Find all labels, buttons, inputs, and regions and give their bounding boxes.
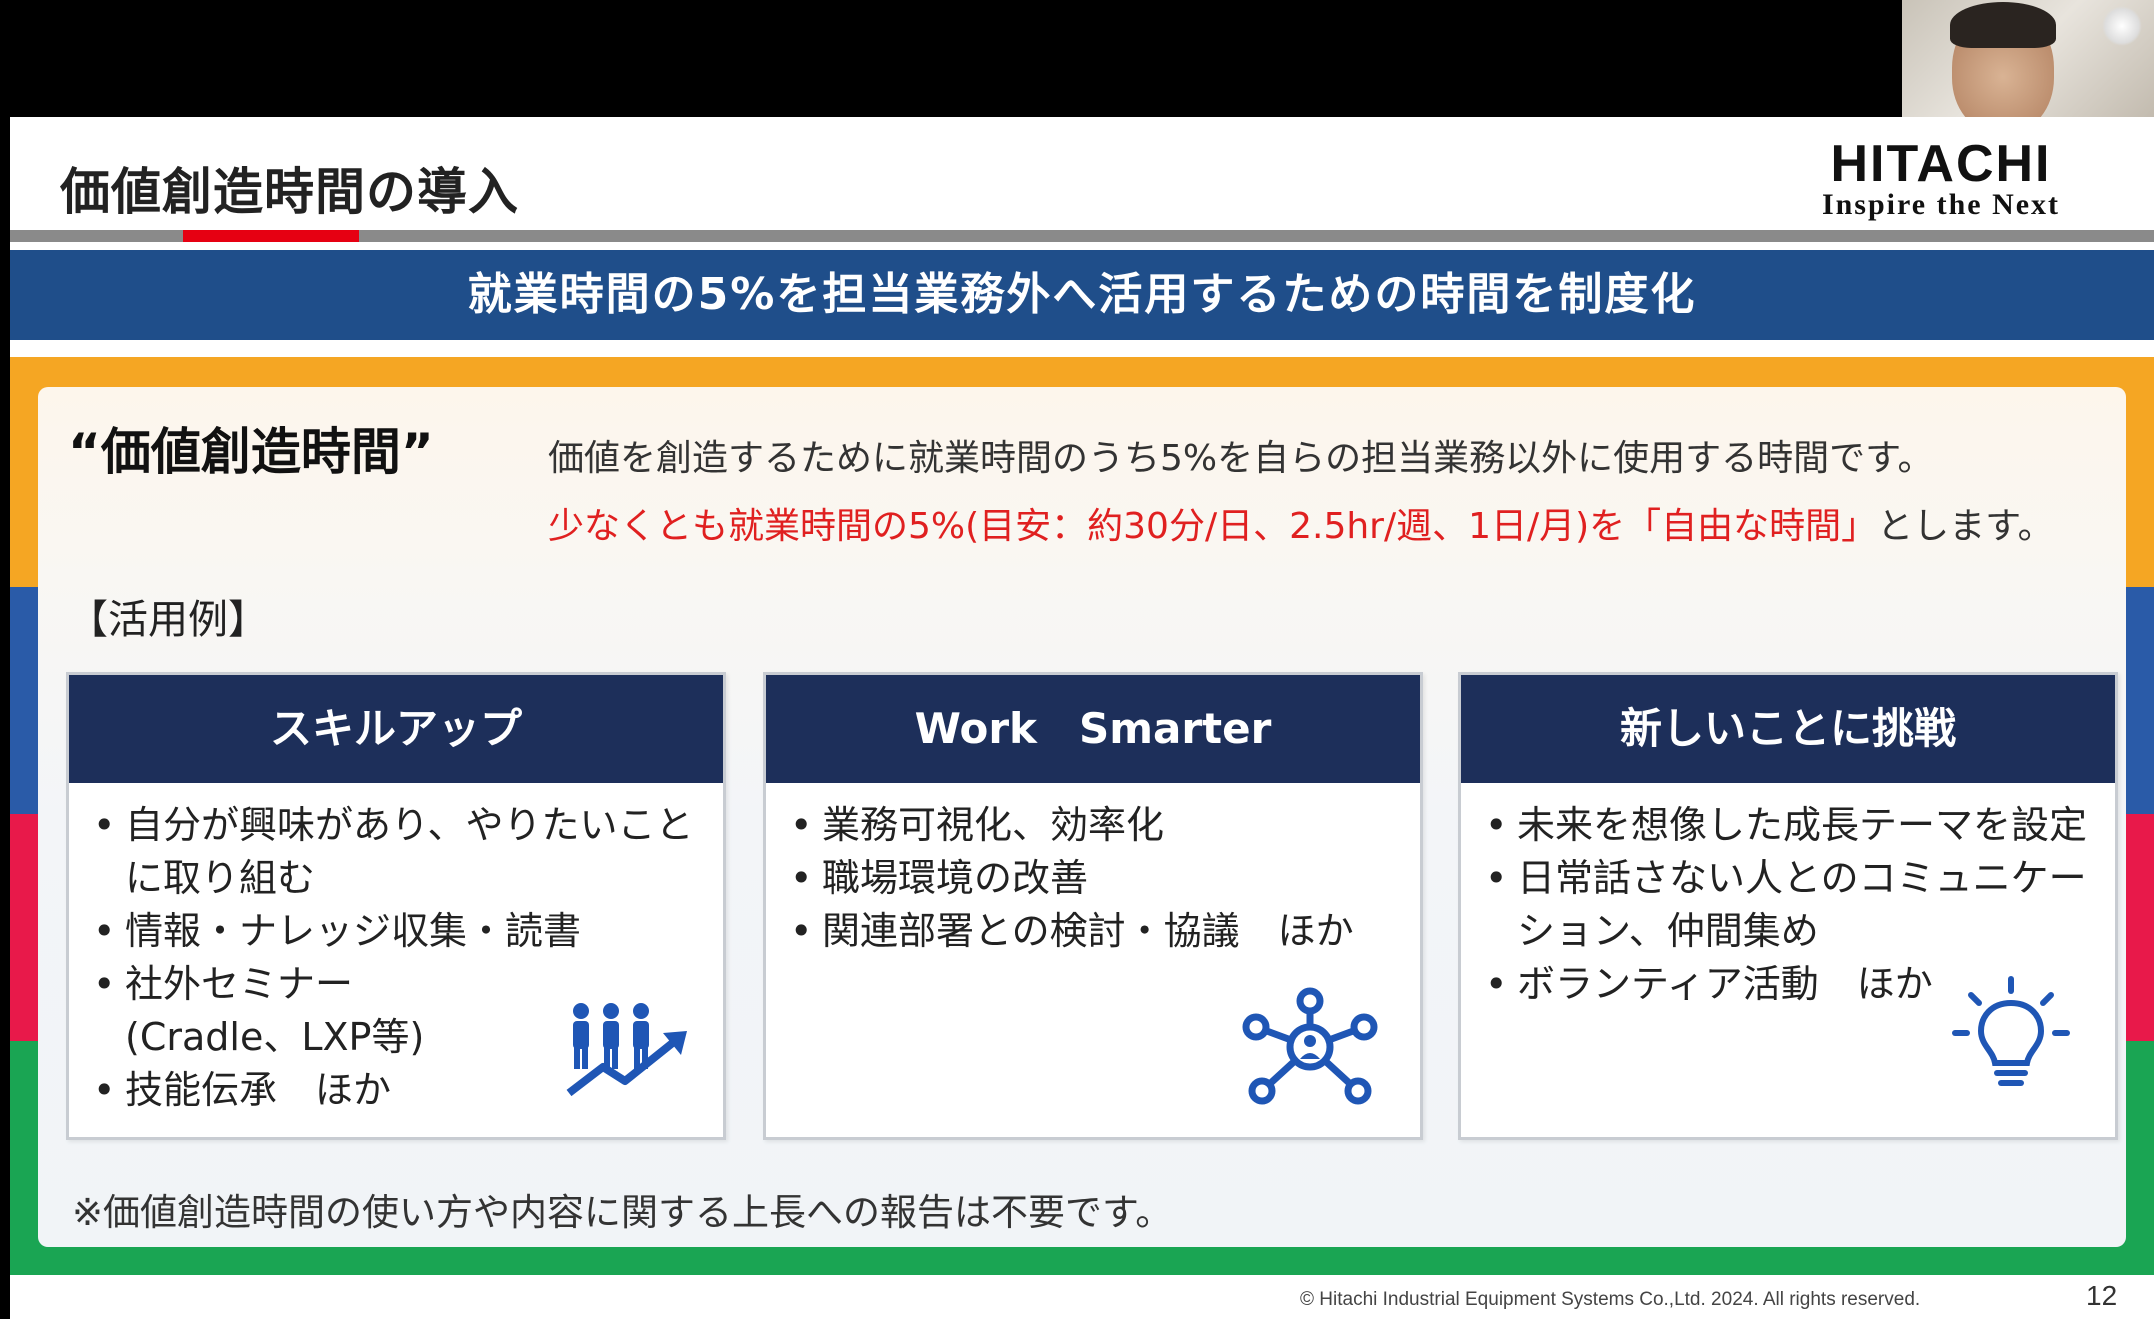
card-skill-up: スキルアップ 自分が興味があり、やりたいことに取り組む 情報・ナレッジ収集・読書… <box>66 672 726 1140</box>
copyright-text: © Hitachi Industrial Equipment Systems C… <box>1300 1289 1921 1310</box>
definition-rule: 少なくとも就業時間の5%(目安：約30分/日、2.5hr/週、1日/月)を「自由… <box>548 497 2054 549</box>
list-item: 業務可視化、効率化 <box>786 799 1400 852</box>
list-item: 自分が興味があり、やりたいことに取り組む <box>89 799 703 905</box>
page-number: 12 <box>2086 1280 2118 1311</box>
logo-wordmark: HITACHI <box>1830 135 2052 193</box>
definition-term: “価値創造時間” <box>68 423 434 481</box>
title-divider <box>10 230 2154 242</box>
card-title: Work Smarter <box>766 675 1420 783</box>
headline-banner: 就業時間の5%を担当業務外へ活用するための時間を制度化 <box>10 250 2154 340</box>
list-item: 社外セミナー (Cradle、LXP等) <box>89 958 509 1064</box>
presentation-top-bar <box>0 0 2154 117</box>
card-body: 業務可視化、効率化 職場環境の改善 関連部署との検討・協議 ほか <box>766 783 1420 958</box>
content-frame: “価値創造時間” 価値を創造するために就業時間のうち5%を自らの担当業務以外に使… <box>10 357 2154 1275</box>
card-body: 未来を想像した成長テーマを設定 日常話さない人とのコミュニケーション、仲間集め … <box>1461 783 2115 1011</box>
list-item: ボランティア活動 ほか <box>1481 958 2095 1011</box>
list-item: 未来を想像した成長テーマを設定 <box>1481 799 2095 852</box>
network-icon <box>1242 987 1378 1105</box>
examples-label: 【活用例】 <box>68 597 268 643</box>
hitachi-logo: HITACHI Inspire the Next <box>1776 135 2106 221</box>
list-item: 技能伝承 ほか <box>89 1064 703 1117</box>
definition-rule-tail: とします。 <box>1877 506 2054 547</box>
logo-tagline: Inspire the Next <box>1821 188 2061 221</box>
content-panel: “価値創造時間” 価値を創造するために就業時間のうち5%を自らの担当業務以外に使… <box>38 387 2126 1247</box>
slide: 価値創造時間の導入 HITACHI Inspire the Next 就業時間の… <box>10 117 2154 1319</box>
footnote: ※価値創造時間の使い方や内容に関する上長への報告は不要です。 <box>72 1191 1173 1234</box>
presenter-hair <box>1950 2 2056 48</box>
background-lamp <box>2102 6 2142 46</box>
title-divider-accent <box>183 230 359 242</box>
lightbulb-icon <box>1952 976 2070 1086</box>
people-growth-icon <box>566 1003 687 1097</box>
definition-text: 価値を創造するために就業時間のうち5%を自らの担当業務以外に使用する時間です。 <box>548 438 1934 479</box>
definition-rule-red: 少なくとも就業時間の5%(目安：約30分/日、2.5hr/週、1日/月)を「自由… <box>548 506 1878 547</box>
list-item: 関連部署との検討・協議 ほか <box>786 905 1400 958</box>
card-title: スキルアップ <box>69 675 723 783</box>
webcam-thumbnail[interactable] <box>1902 0 2154 145</box>
list-item: 職場環境の改善 <box>786 852 1400 905</box>
card-new-challenge: 新しいことに挑戦 未来を想像した成長テーマを設定 日常話さない人とのコミュニケー… <box>1458 672 2118 1140</box>
card-body: 自分が興味があり、やりたいことに取り組む 情報・ナレッジ収集・読書 社外セミナー… <box>69 783 723 1117</box>
card-title: 新しいことに挑戦 <box>1461 675 2115 783</box>
list-item: 情報・ナレッジ収集・読書 <box>89 905 703 958</box>
slide-title: 価値創造時間の導入 <box>60 163 519 221</box>
card-work-smarter: Work Smarter 業務可視化、効率化 職場環境の改善 関連部署との検討・… <box>763 672 1423 1140</box>
list-item: 日常話さない人とのコミュニケーション、仲間集め <box>1481 852 2095 958</box>
